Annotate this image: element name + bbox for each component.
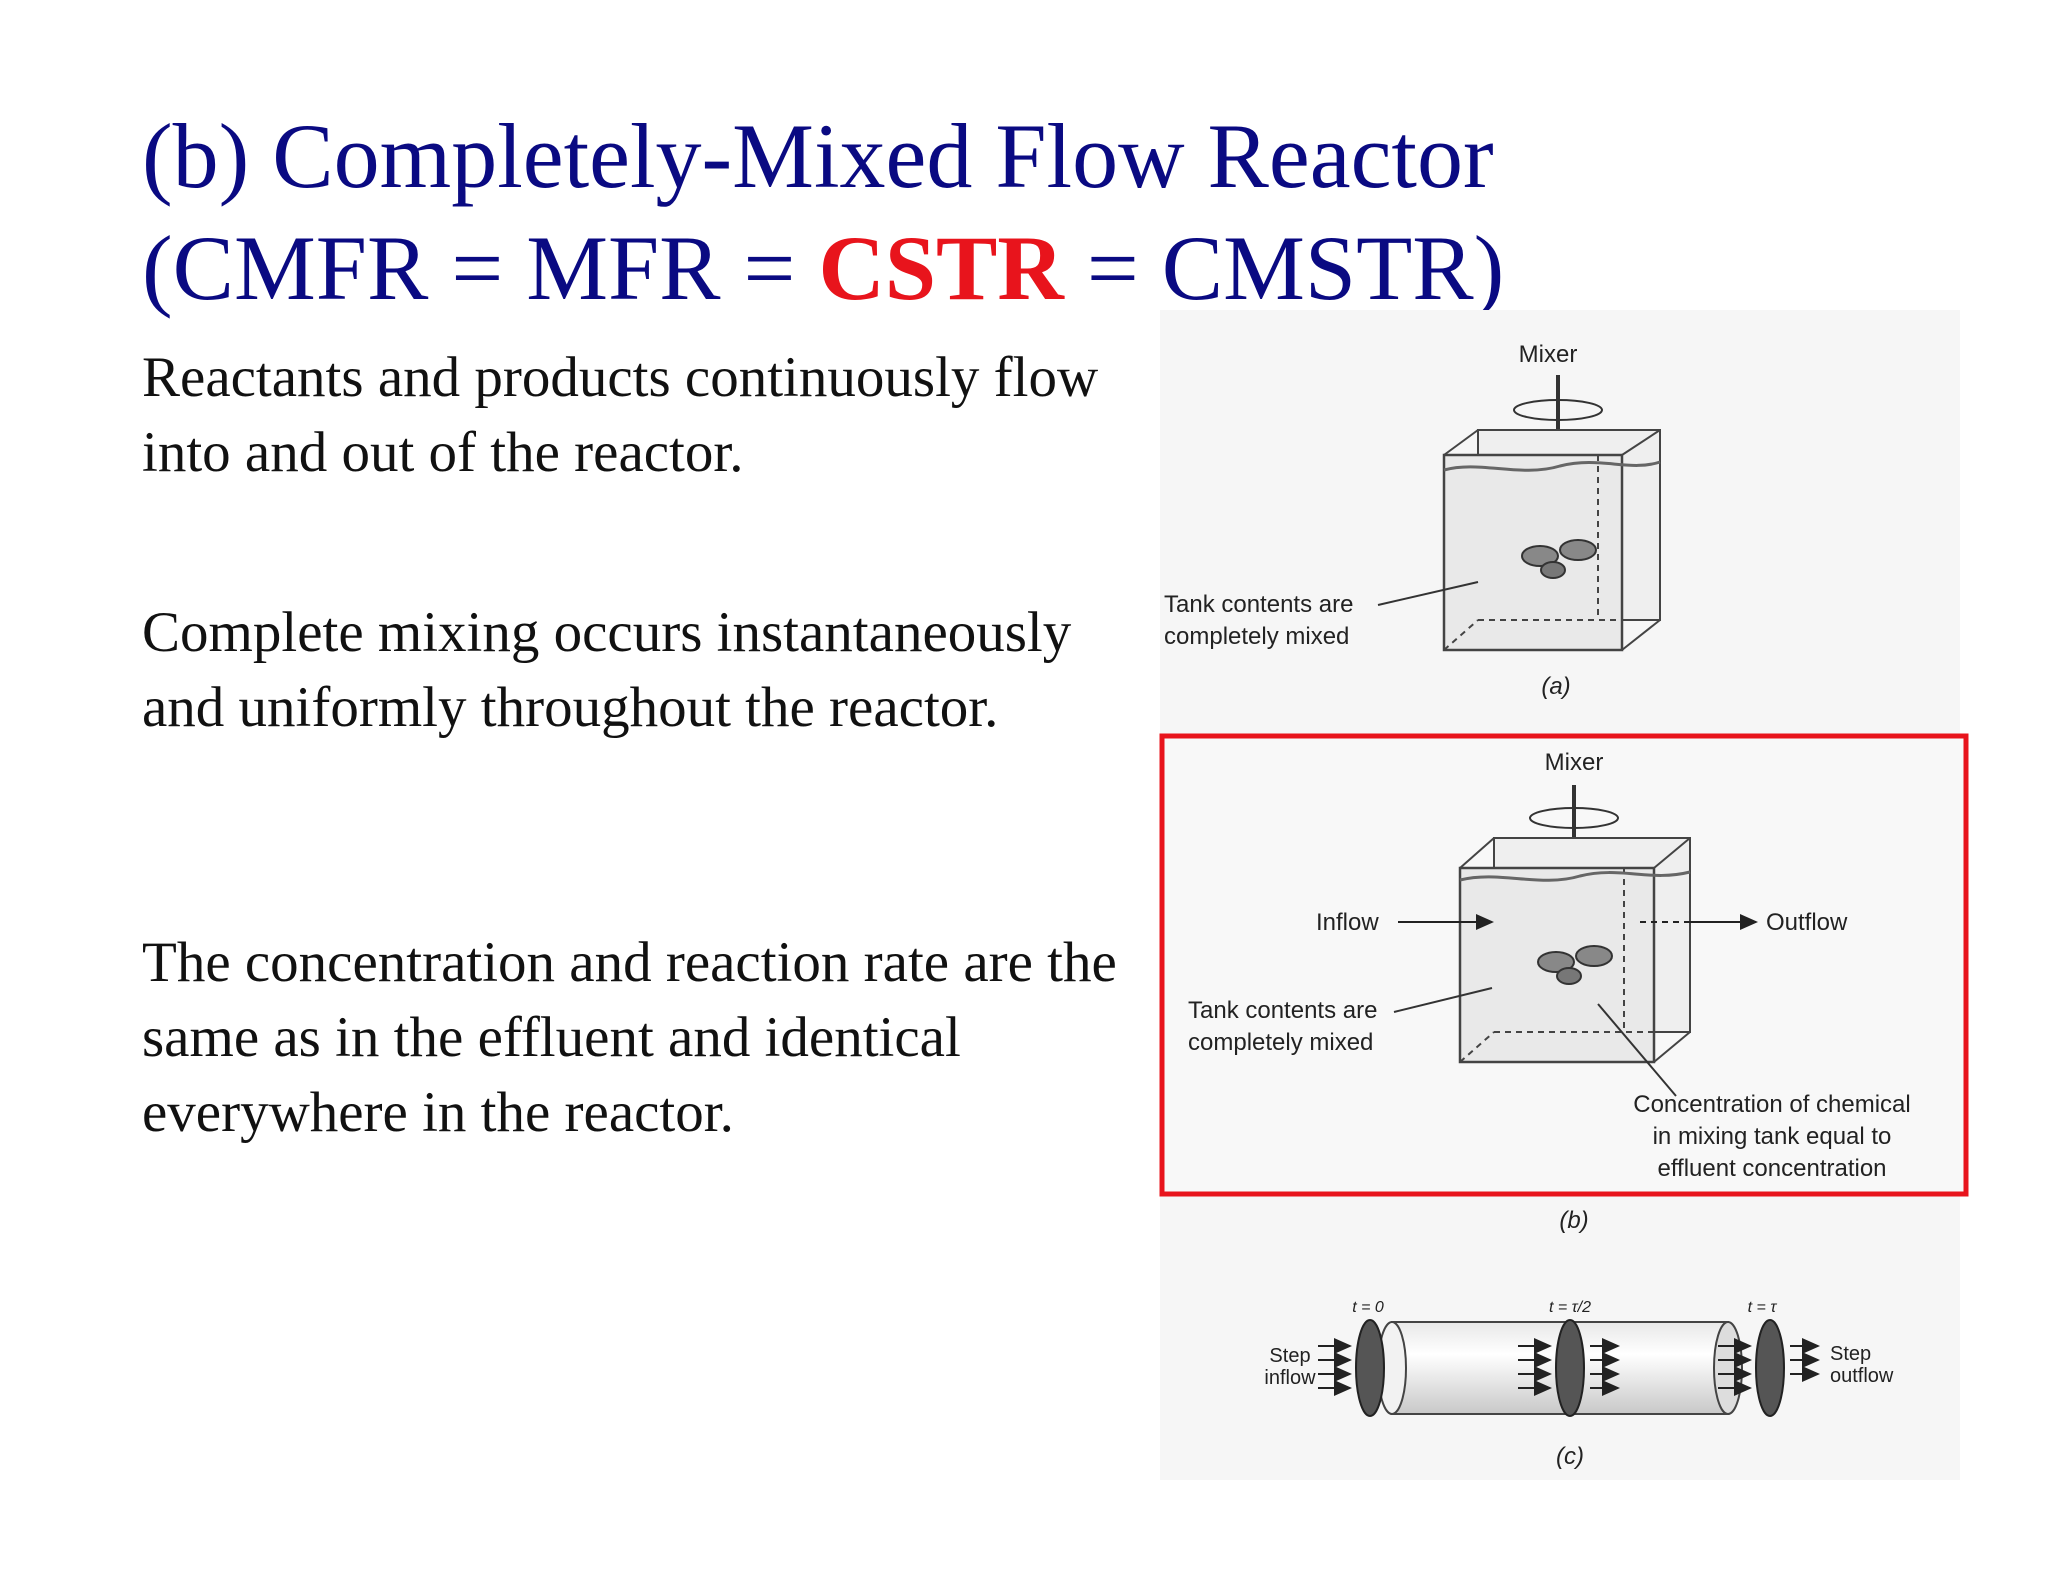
panel-a-caption: (a): [1541, 673, 1570, 700]
panel-c-outflow-arrows: [1718, 1338, 1820, 1396]
panel-c-step-outflow-1: Step: [1830, 1343, 1871, 1365]
panel-c-thalf-label: t = τ/2: [1549, 1299, 1591, 1316]
panel-b-tank-leader: [1393, 987, 1493, 1013]
panel-a-tank-label-2: completely mixed: [1164, 623, 1349, 650]
panel-c-t0-label: t = 0: [1352, 1299, 1384, 1316]
panel-b-conc-label-1: Concentration of chemical: [1633, 1091, 1910, 1118]
panel-c-caption: (c): [1556, 1443, 1584, 1470]
panel-c-step-inflow-2: inflow: [1264, 1367, 1316, 1389]
panel-b-conc-label-3: effluent concentration: [1657, 1155, 1886, 1182]
panel-c-inflow-arrows: [1318, 1338, 1352, 1396]
panel-b-concentration-leader: [1597, 1003, 1677, 1097]
panel-b-caption: (b): [1559, 1207, 1588, 1234]
panel-b-impeller: [1537, 945, 1613, 985]
panel-b: Mixer Inflow Outflow Tank contents are c…: [1159, 733, 1969, 1234]
panel-c-plug-end: [1755, 1319, 1785, 1417]
panel-b-conc-label-2: in mixing tank equal to: [1653, 1123, 1892, 1150]
title-line-2: (CMFR = MFR = CSTR = CMSTR): [142, 212, 1642, 324]
panel-a-rotation-arrow: [1513, 399, 1603, 421]
panel-c-middle-arrows: [1518, 1338, 1620, 1396]
panel-a: Mixer Tank contents are completely mixed…: [1164, 341, 1661, 700]
paragraph-continuous-flow: Reactants and products continuously flow…: [142, 346, 1099, 484]
panel-a-liquid-surface: [1443, 460, 1661, 472]
title-line-1: (b) Completely-Mixed Flow Reactor: [142, 105, 1494, 207]
paragraph-concentration: The concentration and reaction rate are …: [142, 931, 1117, 1144]
panel-c-pipe-outlet: [1713, 1321, 1743, 1415]
panel-a-mixer-label: Mixer: [1519, 341, 1578, 368]
panel-b-inflow-label: Inflow: [1316, 909, 1379, 936]
panel-c: t = 0 t = τ/2 t = τ: [1264, 1299, 1893, 1470]
panel-a-tank-leader: [1377, 581, 1479, 606]
title-line-2-end: = CMSTR): [1063, 217, 1505, 319]
panel-c-ttau-label: t = τ: [1748, 1299, 1778, 1316]
panel-b-mixer-label: Mixer: [1545, 749, 1604, 776]
panel-b-outflow-label: Outflow: [1766, 909, 1848, 936]
panel-a-impeller: [1521, 539, 1597, 579]
title-cstr-highlight: CSTR: [818, 217, 1064, 319]
panel-c-plug-middle: [1555, 1319, 1585, 1417]
panel-b-tank-label-2: completely mixed: [1188, 1029, 1373, 1056]
paragraph-complete-mixing: Complete mixing occurs instantaneously a…: [142, 601, 1072, 739]
title-line-2-start: (CMFR = MFR =: [142, 217, 819, 319]
panel-b-rotation-arrow: [1529, 807, 1619, 829]
panel-c-plug-start: [1355, 1319, 1385, 1417]
panel-a-tank-label-1: Tank contents are: [1164, 591, 1353, 618]
panel-b-tank-label-1: Tank contents are: [1188, 997, 1377, 1024]
panel-c-step-inflow-1: Step: [1269, 1345, 1310, 1367]
panel-c-step-outflow-2: outflow: [1830, 1365, 1894, 1387]
panel-b-liquid-surface: [1459, 870, 1691, 882]
slide-title: (b) Completely-Mixed Flow Reactor (CMFR …: [142, 100, 1642, 324]
